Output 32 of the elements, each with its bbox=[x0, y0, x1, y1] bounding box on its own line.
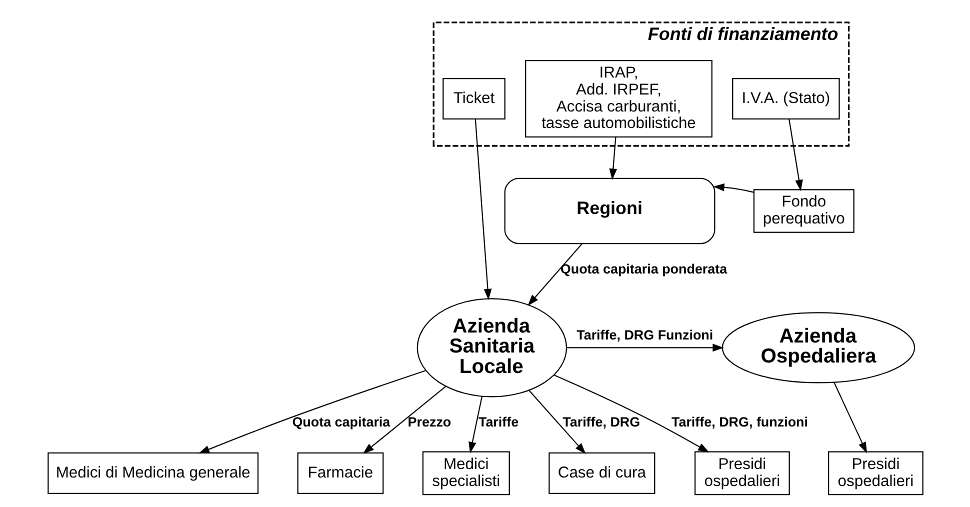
arrow bbox=[608, 136, 617, 180]
edge-label: Quota capitaria ponderata bbox=[560, 260, 727, 276]
edge-label: Tariffe, DRG, funzioni bbox=[670, 414, 808, 430]
node-box: Presidi ospedalieri bbox=[694, 450, 790, 495]
node-box: I.V.A. (Stato) bbox=[732, 78, 840, 120]
edge-label: Prezzo bbox=[407, 414, 451, 430]
node-box: Medici di Medicina generale bbox=[47, 452, 258, 494]
node-box: Medici specialisti bbox=[422, 450, 510, 495]
node-box: Ticket bbox=[442, 78, 505, 120]
arrow bbox=[712, 182, 754, 192]
node-ellipse: Azienda Ospedaliera bbox=[721, 312, 915, 383]
edge-label: Tariffe bbox=[478, 414, 518, 430]
node-ellipse: Azienda Sanitaria Locale bbox=[416, 298, 567, 397]
arrow bbox=[198, 370, 426, 454]
edge-label: Tariffe, DRG Funzioni bbox=[576, 326, 713, 342]
arrow bbox=[528, 390, 586, 454]
arrow bbox=[527, 242, 582, 306]
arrow bbox=[832, 381, 867, 453]
arrow bbox=[788, 118, 802, 191]
node-box: Presidi ospedalieri bbox=[828, 450, 923, 495]
node-box: Regioni bbox=[504, 177, 715, 244]
node-box: Case di cura bbox=[548, 452, 655, 494]
edge-label: Quota capitaria bbox=[292, 414, 390, 430]
node-box: Fondo perequativo bbox=[752, 188, 854, 232]
edge-label: Tariffe, DRG bbox=[562, 414, 640, 430]
arrow bbox=[553, 374, 709, 452]
node-box: IRAP, Add. IRPEF, Accisa carburanti, tasse automobilistiche bbox=[524, 60, 712, 137]
arrow bbox=[362, 386, 446, 454]
arrow bbox=[474, 118, 492, 300]
arrow bbox=[468, 396, 482, 453]
node-box: Farmacie bbox=[296, 452, 384, 494]
arrow bbox=[566, 343, 724, 352]
